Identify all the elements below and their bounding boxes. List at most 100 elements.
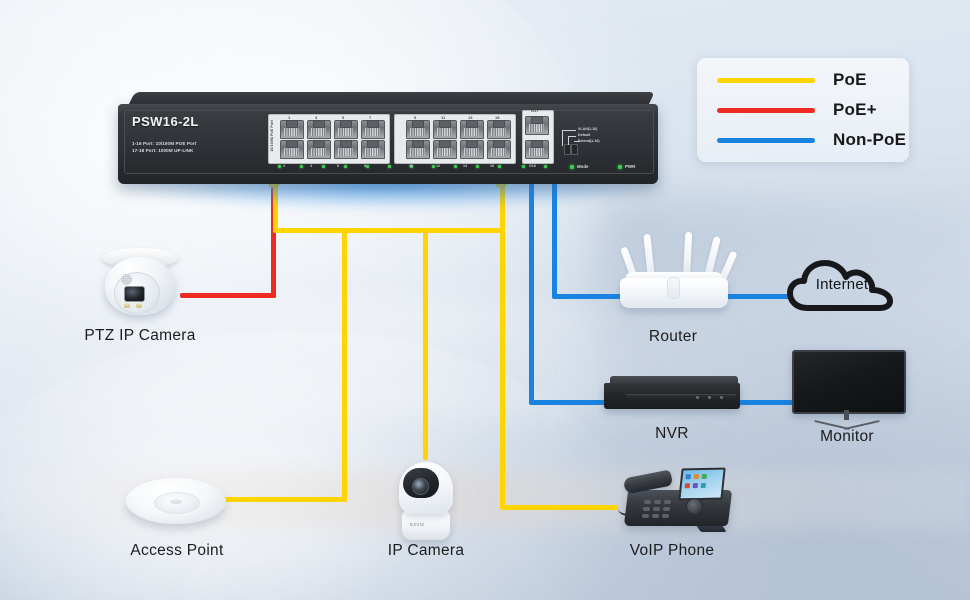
cable-legend: PoE PoE+ Non-PoE xyxy=(697,58,909,162)
dip-label-extend: Extend(1-16) xyxy=(578,139,600,143)
ip-camera[interactable]: EZVIZ xyxy=(390,458,462,542)
rj45-port-10[interactable] xyxy=(406,140,430,159)
poe-switch[interactable]: PSW16-2L 1-16 Port: 10/100M POE Port 17-… xyxy=(118,92,658,184)
led-number-14: 14 xyxy=(463,164,467,168)
ip-camera-base xyxy=(402,510,450,540)
mode-led xyxy=(570,165,574,169)
cable-poe-to-voip-vertical xyxy=(500,228,505,508)
voip-phone-screen xyxy=(678,467,726,501)
power-led xyxy=(618,165,622,169)
dip-switch-1[interactable] xyxy=(564,144,571,155)
port-group-1-side-label: 10/100M PoE Port xyxy=(270,120,274,152)
background-sheen-right xyxy=(600,200,970,460)
ip-camera-brand-mark: EZVIZ xyxy=(410,522,425,527)
uplink-label-g17: G17 xyxy=(531,108,539,113)
switch-spec-label: 1-16 Port: 10/100M POE Port 17-18 Port: … xyxy=(132,141,197,154)
voip-keypad-key[interactable] xyxy=(654,500,661,504)
legend-row-poe: PoE xyxy=(717,70,867,90)
port-number-11: 11 xyxy=(441,115,446,120)
port-number-13: 13 xyxy=(468,115,473,120)
rj45-port-6[interactable] xyxy=(334,140,358,159)
voip-keypad-key[interactable] xyxy=(662,514,669,518)
cable-non-poe-to-router xyxy=(552,294,650,299)
voip-keypad-key[interactable] xyxy=(663,507,670,511)
router[interactable] xyxy=(598,231,748,318)
voip-keypad-key[interactable] xyxy=(652,514,659,518)
led-number-4: 4 xyxy=(310,164,312,168)
voip-phone[interactable] xyxy=(608,462,734,536)
access-point[interactable] xyxy=(126,474,226,530)
cable-poe-to-access-point xyxy=(205,497,347,502)
nvr-label: NVR xyxy=(655,425,689,442)
nvr[interactable] xyxy=(604,376,740,410)
cable-non-poe-to-nvr xyxy=(529,400,615,405)
dip-label-vlan: VLAN(1-16) xyxy=(578,127,598,131)
led-number-8: 8 xyxy=(364,164,366,168)
voip-keypad-key[interactable] xyxy=(664,500,671,504)
legend-swatch-non-poe xyxy=(717,137,815,143)
legend-swatch-poe xyxy=(717,77,815,83)
cable-poe-plus-vertical xyxy=(271,186,276,298)
voip-keypad-key[interactable] xyxy=(644,500,651,504)
led-number-2: 2 xyxy=(283,164,285,168)
ptz-camera-lens xyxy=(124,286,145,302)
rj45-port-11[interactable] xyxy=(433,120,457,139)
ptz-ip-camera[interactable] xyxy=(94,248,186,322)
mode-label: Mode xyxy=(577,164,589,169)
dip-leader-line-4 xyxy=(568,136,569,145)
port-number-3: 3 xyxy=(315,115,318,120)
rj45-port-8[interactable] xyxy=(361,140,385,159)
internet-label: Internet xyxy=(815,276,869,293)
legend-label-non-poe: Non-PoE xyxy=(833,130,907,149)
rj45-port-2[interactable] xyxy=(280,140,304,159)
ptz-camera-ir-led-left xyxy=(124,303,130,308)
ip-camera-label: IP Camera xyxy=(387,542,465,559)
ptz-ip-camera-label: PTZ IP Camera xyxy=(84,327,196,344)
cable-poe-to-ip-camera xyxy=(423,228,428,460)
monitor-screen xyxy=(792,350,906,414)
voip-phone-cord xyxy=(618,502,640,516)
voip-phone-label: VoIP Phone xyxy=(629,542,715,559)
voip-phone-navigation-pad[interactable] xyxy=(686,498,703,515)
led-number-16: 16 xyxy=(490,164,494,168)
port-number-5: 5 xyxy=(342,115,345,120)
nvr-indicator-3 xyxy=(720,396,723,399)
rj45-port-9[interactable] xyxy=(406,120,430,139)
rj45-port-12[interactable] xyxy=(433,140,457,159)
rj45-port-15[interactable] xyxy=(487,120,511,139)
monitor[interactable] xyxy=(792,350,906,431)
monitor-neck xyxy=(844,410,849,420)
legend-row-non-poe: Non-PoE xyxy=(717,130,906,150)
rj45-port-4[interactable] xyxy=(307,140,331,159)
cable-non-poe-nvr-to-monitor xyxy=(730,400,798,405)
port-number-1: 1 xyxy=(288,115,291,120)
rj45-port-3[interactable] xyxy=(307,120,331,139)
rj45-port-14[interactable] xyxy=(460,140,484,159)
rj45-port-16[interactable] xyxy=(487,140,511,159)
cable-poe-to-voip-phone xyxy=(500,505,618,510)
led-number-10: 10 xyxy=(409,164,413,168)
nvr-front-strip xyxy=(626,394,736,402)
dip-leader-line-2 xyxy=(562,130,576,131)
voip-keypad-key[interactable] xyxy=(653,507,660,511)
cloud-icon xyxy=(787,260,893,311)
monitor-label: Monitor xyxy=(820,428,874,445)
internet-cloud: Internet xyxy=(786,258,898,314)
dip-switch-2[interactable] xyxy=(571,144,578,155)
port-number-15: 15 xyxy=(495,115,500,120)
legend-row-poe-plus: PoE+ xyxy=(717,100,877,120)
voip-keypad-key[interactable] xyxy=(642,514,649,518)
rj45-port-5[interactable] xyxy=(334,120,358,139)
rj45-port-13[interactable] xyxy=(460,120,484,139)
router-status-indicator xyxy=(667,277,680,299)
rj45-port-1[interactable] xyxy=(280,120,304,139)
nvr-indicator-2 xyxy=(708,396,711,399)
rj45-uplink-g18[interactable] xyxy=(525,140,549,159)
voip-keypad-key[interactable] xyxy=(643,507,650,511)
router-label: Router xyxy=(648,328,698,345)
rj45-uplink-g17[interactable] xyxy=(525,116,549,135)
rj45-port-7[interactable] xyxy=(361,120,385,139)
nvr-indicator-1 xyxy=(696,396,699,399)
port-led-row xyxy=(274,165,514,170)
